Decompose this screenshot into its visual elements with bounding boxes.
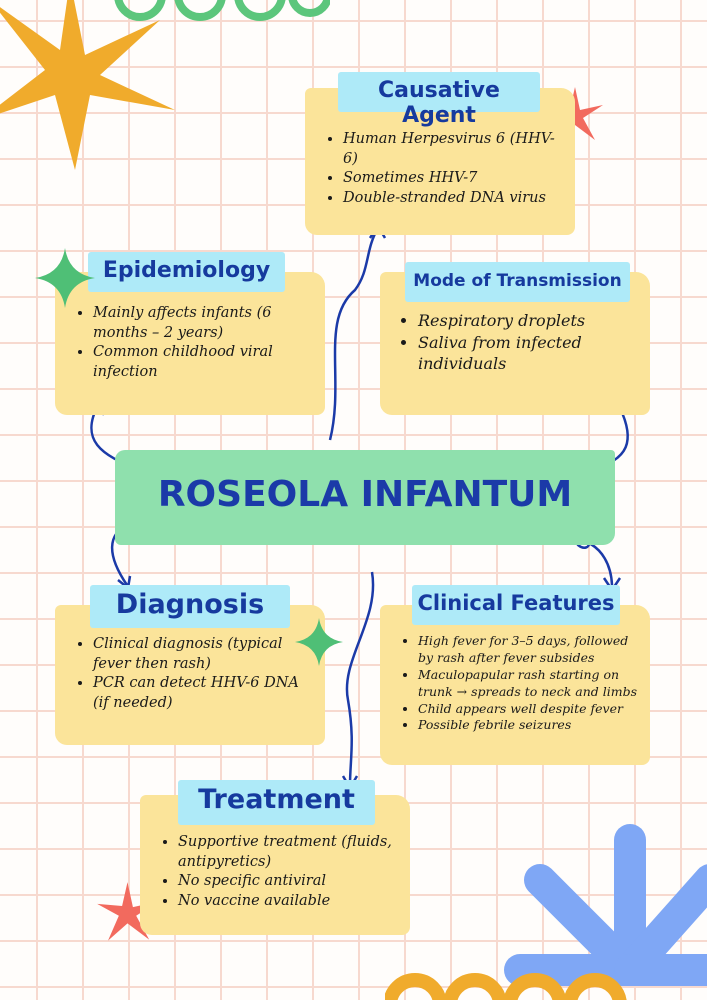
diagnosis-heading: Diagnosis — [90, 585, 290, 628]
list-item: PCR can detect HHV-6 DNA (if needed) — [93, 674, 313, 713]
list-item: No specific antiviral — [178, 872, 398, 892]
orange-arcs-decoration — [385, 973, 627, 1000]
list-item: Saliva from infected individuals — [418, 332, 638, 375]
list-item: High fever for 3–5 days, followed by ras… — [418, 633, 638, 667]
red-star-decoration — [97, 882, 158, 941]
red-star-decoration — [547, 87, 603, 141]
list-item: Common childhood viral infection — [93, 343, 313, 382]
transmission-heading: Mode of Transmission — [405, 262, 630, 302]
diagnosis-card: Clinical diagnosis (typical fever then r… — [55, 605, 325, 745]
causative-agent-heading: Causative Agent — [338, 72, 540, 128]
epidemiology-heading: Epidemiology — [88, 252, 285, 292]
list-item: Human Herpesvirus 6 (HHV-6) — [343, 130, 563, 169]
green-sparkle-decoration — [35, 248, 95, 308]
orange-star-decoration — [0, 0, 175, 170]
blue-starburst-decoration — [504, 824, 707, 986]
clinical-features-card: High fever for 3–5 days, followed by ras… — [380, 605, 650, 765]
list-item: Double-stranded DNA virus — [343, 189, 563, 209]
epidemiology-card: Mainly affects infants (6 months – 2 yea… — [55, 272, 325, 415]
list-item: Supportive treatment (fluids, antipyreti… — [178, 833, 398, 872]
list-item: Clinical diagnosis (typical fever then r… — [93, 635, 313, 674]
causative-agent-card: Human Herpesvirus 6 (HHV-6)Sometimes HHV… — [305, 88, 575, 235]
green-loops-decoration — [114, 0, 330, 21]
list-item: Respiratory droplets — [418, 310, 638, 332]
list-item: Mainly affects infants (6 months – 2 yea… — [93, 304, 313, 343]
title-banner: ROSEOLA INFANTUM — [115, 450, 615, 545]
treatment-heading: Treatment — [178, 780, 375, 825]
page-title: ROSEOLA INFANTUM — [157, 474, 573, 515]
list-item: Maculopapular rash starting on trunk → s… — [418, 667, 638, 701]
list-item: Sometimes HHV-7 — [343, 169, 563, 189]
list-item: Child appears well despite fever — [418, 701, 638, 718]
list-item: No vaccine available — [178, 892, 398, 912]
clinical-features-heading: Clinical Features — [412, 585, 620, 625]
green-sparkle-decoration — [295, 618, 343, 666]
list-item: Possible febrile seizures — [418, 717, 638, 734]
